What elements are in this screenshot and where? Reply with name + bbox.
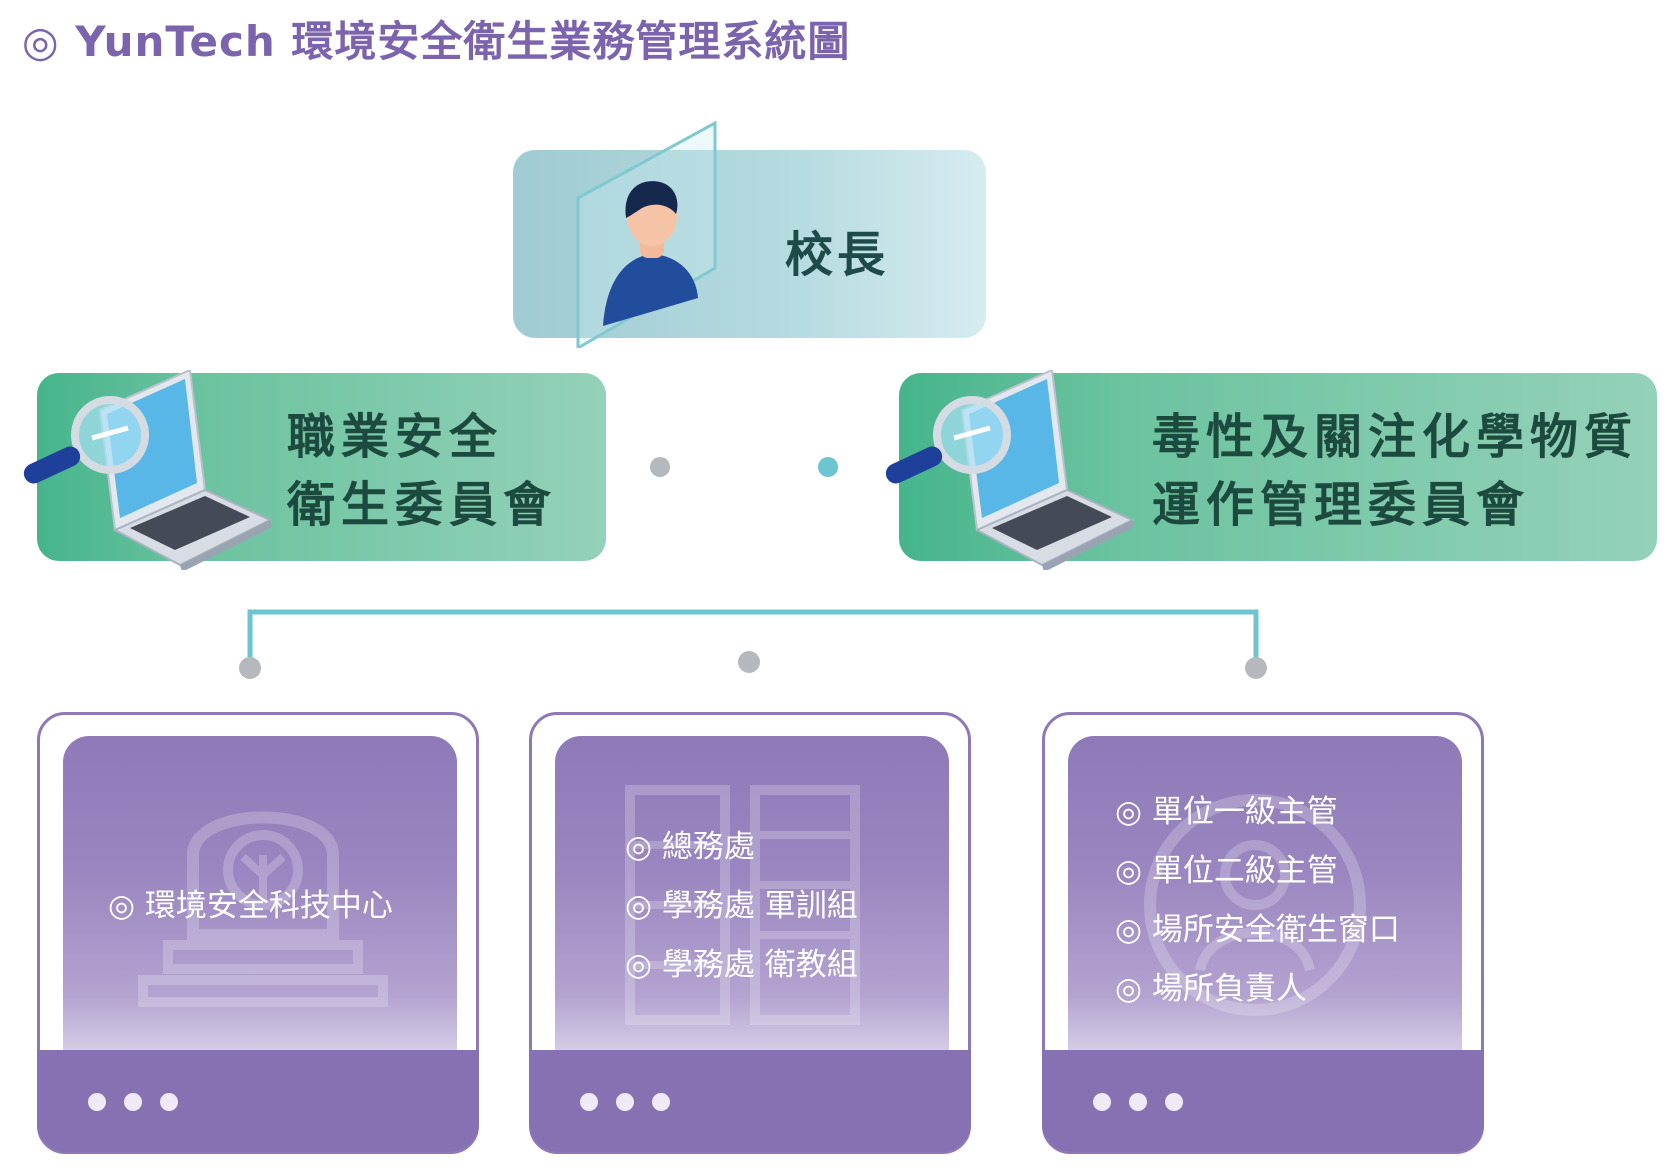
unit-card-2-footer xyxy=(529,1050,971,1152)
connector-dot-right xyxy=(818,457,838,477)
unit-card-1-footer xyxy=(37,1050,479,1152)
unit-1-items: ◎ 環境安全科技中心 xyxy=(108,877,393,936)
connector-dot-unit-2 xyxy=(738,651,760,673)
unit-2-items: ◎ 總務處 ◎ 學務處 軍訓組 ◎ 學務處 衛教組 xyxy=(625,818,858,995)
unit-card-1-panel xyxy=(63,736,457,1108)
dot xyxy=(1165,1093,1183,1111)
unit-item: ◎ 總務處 xyxy=(625,829,755,865)
people-circle-icon xyxy=(1144,794,1366,1016)
dot xyxy=(160,1093,178,1111)
buildings-icon xyxy=(625,785,860,1025)
committee-label-chemical: 毒性及關注化學物質 運作管理委員會 xyxy=(1152,403,1638,539)
unit-3-items: ◎ 單位一級主管 ◎ 單位二級主管 ◎ 場所安全衛生窗口 ◎ 場所負責人 xyxy=(1115,783,1400,1019)
committee-line: 職業安全 xyxy=(287,409,504,465)
units-branch-line xyxy=(247,609,1259,660)
dot xyxy=(1129,1093,1147,1111)
more-dots-icon xyxy=(88,1093,178,1111)
committee-label-osh: 職業安全 衛生委員會 xyxy=(287,403,557,539)
unit-item: ◎ 場所安全衛生窗口 xyxy=(1115,912,1400,948)
dot xyxy=(88,1093,106,1111)
unit-card-2-panel xyxy=(555,736,949,1108)
committee-line: 毒性及關注化學物質 xyxy=(1152,409,1639,465)
unit-item: ◎ 單位一級主管 xyxy=(1115,794,1338,830)
unit-item: ◎ 學務處 軍訓組 xyxy=(625,888,858,924)
dot xyxy=(652,1093,670,1111)
president-box xyxy=(513,150,986,338)
dot xyxy=(124,1093,142,1111)
unit-card-3-footer xyxy=(1042,1050,1484,1152)
laptop-magnifier-icon xyxy=(885,370,1135,570)
person-avatar-icon xyxy=(603,181,698,326)
dot xyxy=(616,1093,634,1111)
unit-card-3-panel xyxy=(1068,736,1462,1108)
unit-item: ◎ 學務處 衛教組 xyxy=(625,947,858,983)
more-dots-icon xyxy=(580,1093,670,1111)
president-label: 校長 xyxy=(785,227,890,283)
dot xyxy=(1093,1093,1111,1111)
committee-line: 衛生委員會 xyxy=(287,477,558,533)
connector-dot-unit-1 xyxy=(239,657,261,679)
page-title: ◎ YunTech 環境安全衛生業務管理系統圖 xyxy=(22,17,851,66)
dot xyxy=(580,1093,598,1111)
connector-dot-unit-3 xyxy=(1245,657,1267,679)
more-dots-icon xyxy=(1093,1093,1183,1111)
unit-item: ◎ 單位二級主管 xyxy=(1115,853,1338,889)
unit-item: ◎ 場所負責人 xyxy=(1115,971,1307,1007)
lightbulb-tree-icon xyxy=(138,811,388,1007)
unit-item: ◎ 環境安全科技中心 xyxy=(108,888,393,924)
laptop-magnifier-icon xyxy=(23,370,273,570)
committee-line: 運作管理委員會 xyxy=(1152,477,1531,533)
connector-dot-left xyxy=(650,457,670,477)
